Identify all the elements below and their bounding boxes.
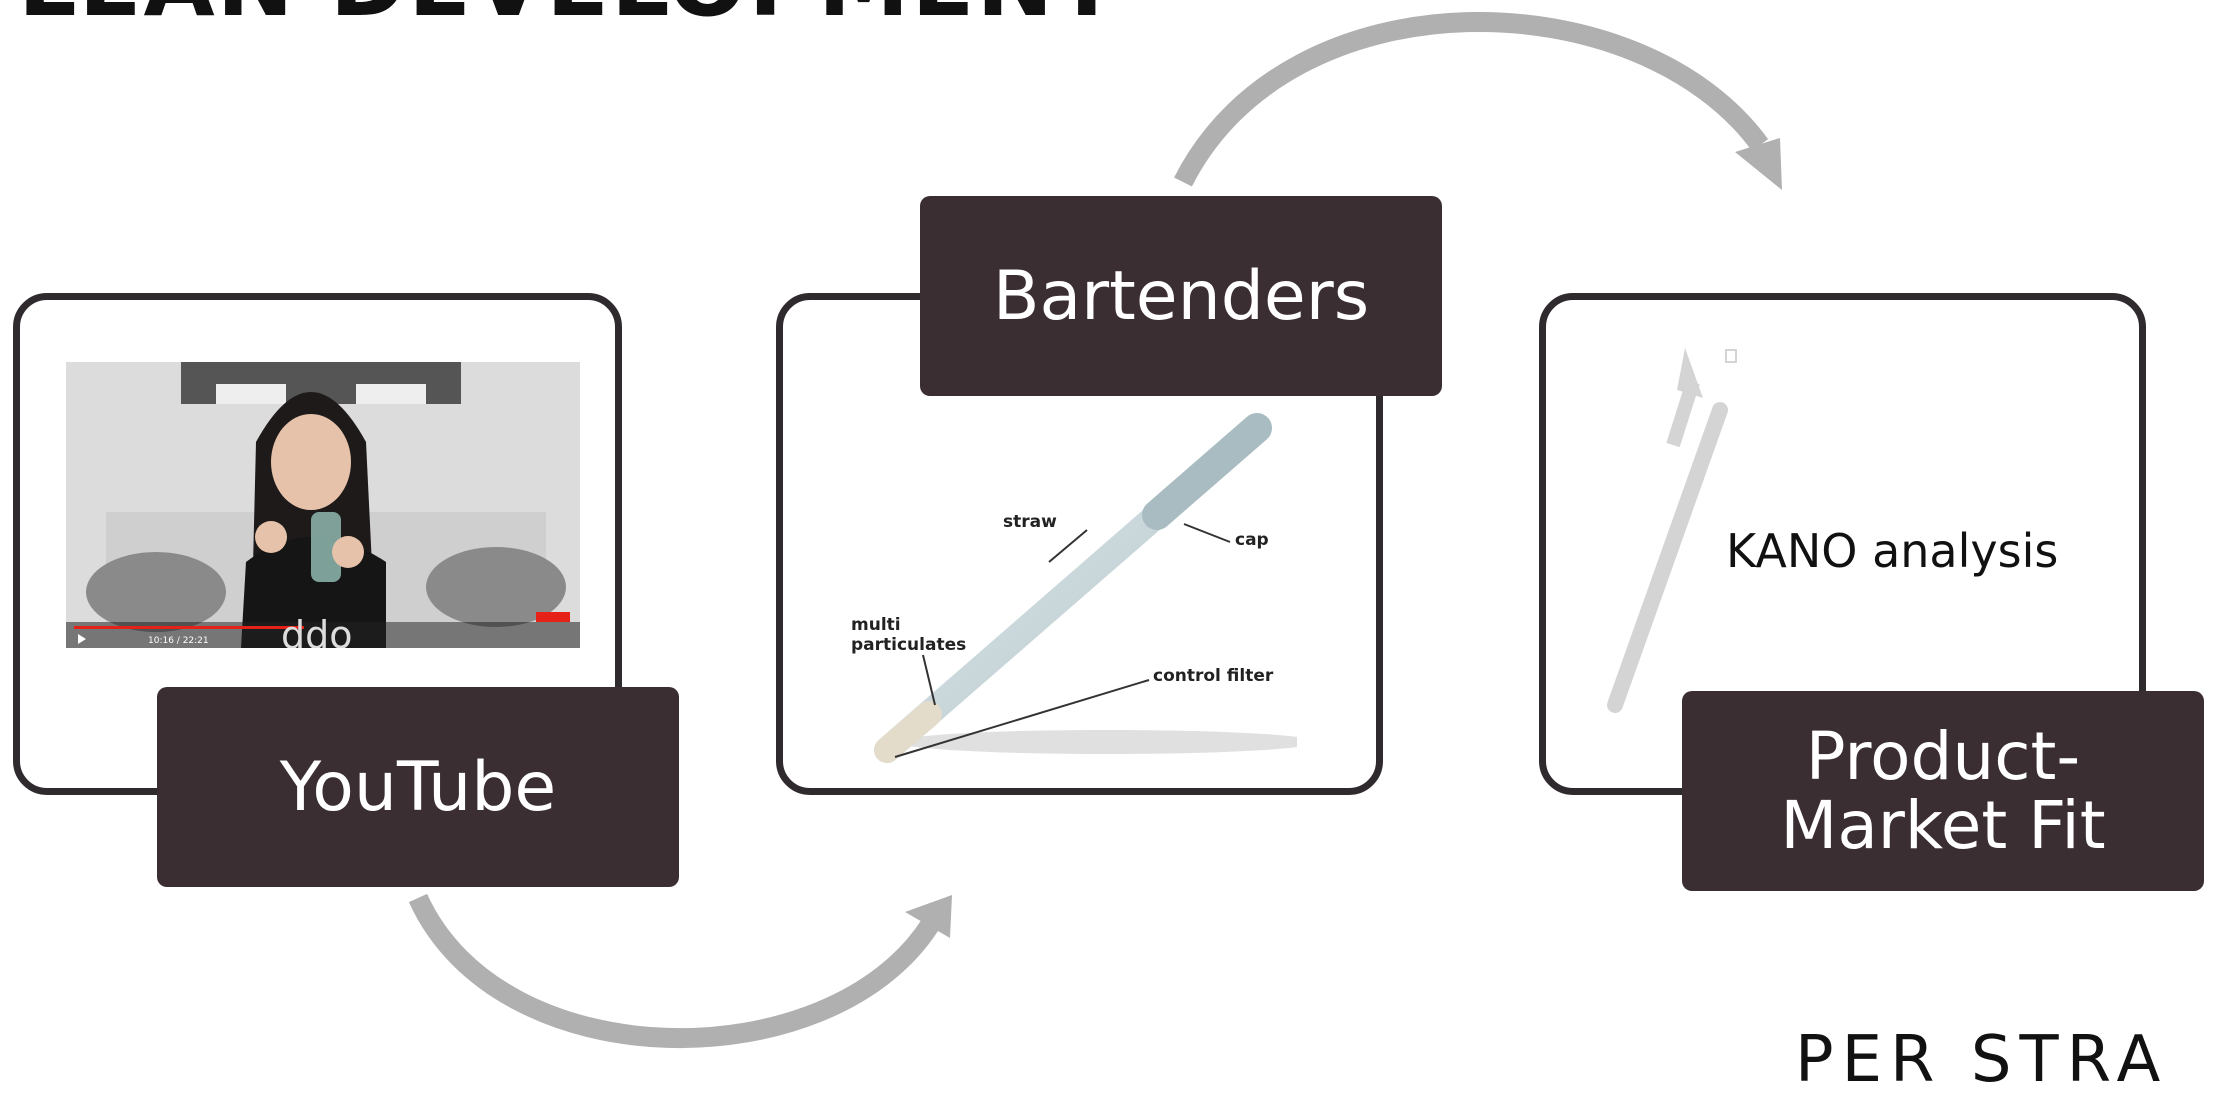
- step-label-youtube: YouTube: [157, 687, 679, 887]
- bottom-arrow-arc: [418, 898, 930, 1038]
- label-multi-particulates: multi particulates: [851, 615, 961, 656]
- top-arrow-head: [1735, 138, 1782, 190]
- youtube-video-thumbnail[interactable]: 10:16 / 22:21 ddo: [66, 362, 580, 648]
- label-control-filter: control filter: [1153, 666, 1273, 686]
- step-label-product-market-fit: Product-Market Fit: [1682, 691, 2204, 891]
- video-time: 10:16 / 22:21: [148, 636, 209, 646]
- brand-text: PER STRA: [1795, 1028, 2168, 1092]
- step-label-bartenders: Bartenders: [920, 196, 1442, 396]
- kano-analysis-text: KANO analysis: [1726, 524, 2058, 578]
- straw-diagram: straw cap multi particulates control fil…: [857, 412, 1297, 784]
- straw-arrow-icon: [1585, 340, 1745, 720]
- label-straw: straw: [1003, 512, 1057, 532]
- top-arrow-arc: [1183, 22, 1760, 182]
- shirt-text: ddo: [281, 613, 353, 648]
- label-cap: cap: [1235, 530, 1269, 550]
